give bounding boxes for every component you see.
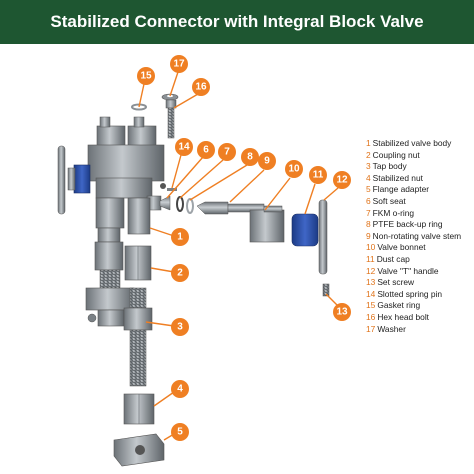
back-up-ring-part	[186, 198, 194, 214]
svg-text:1: 1	[177, 232, 183, 243]
svg-text:9: 9	[264, 156, 270, 167]
right-t-handle-part	[318, 199, 328, 275]
set-screw-part	[322, 283, 330, 297]
valve-body-upper	[67, 116, 165, 199]
svg-text:10: 10	[288, 164, 300, 175]
svg-text:5: 5	[177, 427, 183, 438]
callout-4: 4	[171, 380, 189, 398]
svg-text:13: 13	[336, 307, 348, 318]
hex-bolt-part	[165, 99, 177, 139]
callout-14: 14	[175, 138, 193, 156]
stabilized-valve-body-part	[85, 197, 151, 327]
side-port	[146, 183, 166, 211]
callout-6: 6	[197, 141, 215, 159]
callout-9: 9	[258, 152, 276, 170]
coupling-nut-part	[124, 245, 152, 281]
soft-seat-part	[159, 195, 171, 211]
callout-13: 13	[333, 303, 351, 321]
callout-10: 10	[285, 160, 303, 178]
left-t-handle	[57, 145, 66, 215]
svg-text:3: 3	[177, 322, 183, 333]
flange-adapter-part	[113, 433, 165, 467]
svg-text:14: 14	[178, 142, 190, 153]
page-title: Stabilized Connector with Integral Block…	[0, 0, 474, 44]
title-text: Stabilized Connector with Integral Block…	[50, 12, 424, 31]
svg-text:7: 7	[224, 147, 230, 158]
svg-text:2: 2	[177, 268, 183, 279]
svg-text:12: 12	[336, 175, 348, 186]
callout-17: 17	[170, 55, 188, 73]
dust-cap-part	[291, 213, 319, 247]
callout-8: 8	[241, 148, 259, 166]
svg-text:16: 16	[195, 82, 207, 93]
callout-7: 7	[218, 143, 236, 161]
o-ring-part	[176, 196, 184, 212]
svg-text:8: 8	[247, 152, 253, 163]
callout-15: 15	[137, 67, 155, 85]
svg-text:6: 6	[203, 145, 209, 156]
callout-12: 12	[333, 171, 351, 189]
svg-text:15: 15	[140, 71, 152, 82]
callout-3: 3	[171, 318, 189, 336]
callout-16: 16	[192, 78, 210, 96]
callout-1: 1	[171, 228, 189, 246]
spring-pin-part	[167, 188, 177, 191]
callout-11: 11	[309, 166, 327, 184]
callout-5: 5	[171, 423, 189, 441]
svg-text:11: 11	[313, 170, 324, 181]
stabilized-nut-part	[123, 393, 155, 425]
valve-bonnet-part	[249, 205, 285, 243]
exploded-view-diagram: 15 17 16 14 6 7 8 9 10 11 12 13 1 2 3 4 …	[57, 55, 351, 467]
tap-body-part	[123, 287, 153, 387]
svg-text:4: 4	[177, 384, 183, 395]
svg-text:17: 17	[173, 59, 185, 70]
callout-2: 2	[171, 264, 189, 282]
